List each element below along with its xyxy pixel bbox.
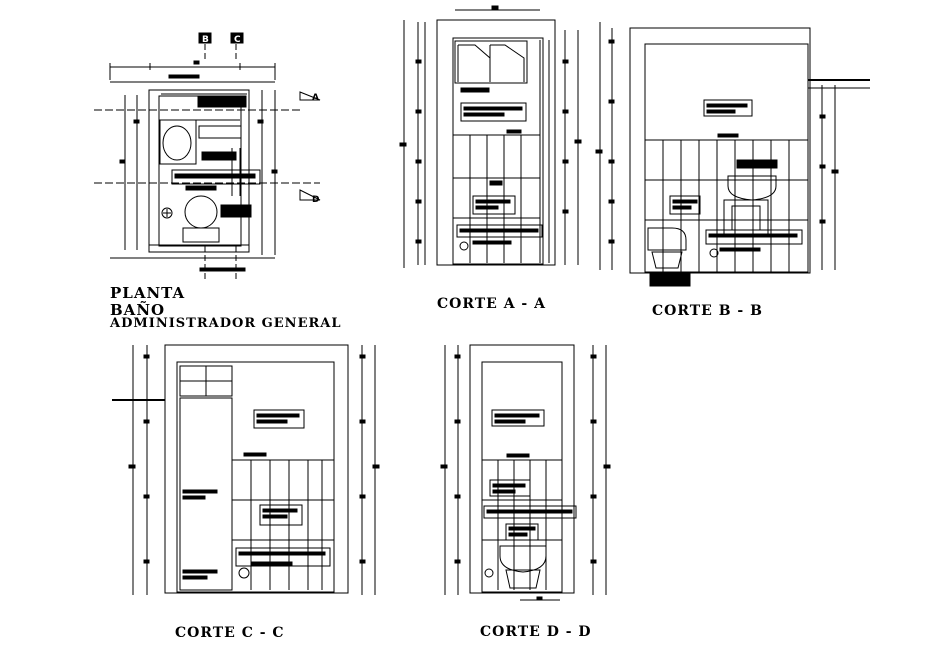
section-c-elevation [112,344,380,595]
section-d-elevation [440,344,611,601]
section-a-title: CORTE A - A [437,296,546,312]
section-b-title: CORTE B - B [652,303,763,319]
plan-title-line2: BAÑO [110,301,166,319]
section-mark-a: A [312,93,319,103]
section-mark-b: B [202,35,209,45]
section-d-title: CORTE D - D [480,624,592,640]
section-a-elevation [399,5,582,268]
section-mark-c: C [234,35,241,45]
floor-plan [94,32,321,280]
plan-title-line1: PLANTA [110,284,186,302]
section-b-elevation [595,22,870,287]
section-mark-d: D [312,195,319,205]
plan-title-line3: ADMINISTRADOR GENERAL [110,316,342,331]
section-c-title: CORTE C - C [175,625,285,641]
